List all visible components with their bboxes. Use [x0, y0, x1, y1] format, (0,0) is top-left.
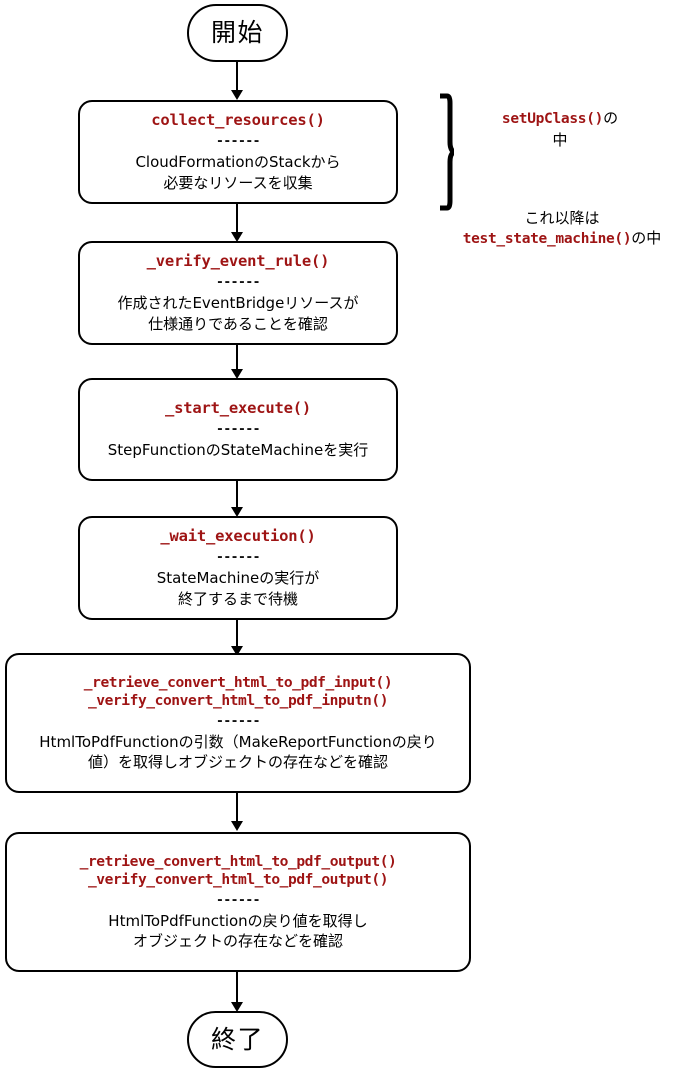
- node-convert-html-to-pdf-output-desc: HtmlToPdfFunctionの戻り値を取得し オブジェクトの存在などを確認: [108, 911, 368, 951]
- node-start-execute-separator: ------: [216, 422, 260, 438]
- annotation-test-scope: これ以降は test_state_machine()の中: [437, 208, 687, 250]
- node-convert-html-to-pdf-output-separator: ------: [216, 892, 260, 908]
- scope-brace-setupclass: [424, 92, 460, 212]
- node-convert-html-to-pdf-input-fn-2: _verify_convert_html_to_pdf_inputn(): [87, 691, 389, 709]
- curly-brace-icon: [440, 93, 460, 211]
- annotation-test-scope-fn: test_state_machine(): [462, 231, 632, 248]
- node-collect-resources: collect_resources() ------ CloudFormatio…: [78, 100, 398, 204]
- node-wait-execution-desc: StateMachineの実行が 終了するまで待機: [156, 569, 320, 608]
- node-wait-execution-separator: ------: [216, 550, 260, 566]
- node-start-label: 開始: [210, 18, 264, 48]
- node-verify-event-rule-separator: ------: [216, 275, 260, 291]
- node-end-label: 終了: [210, 1024, 264, 1054]
- node-convert-html-to-pdf-input-fn-1: _retrieve_convert_html_to_pdf_input(): [83, 673, 393, 691]
- node-start-execute-fn: _start_execute(): [164, 398, 312, 417]
- annotation-setupclass-line1: setUpClass()の: [460, 108, 660, 130]
- node-convert-html-to-pdf-output-fn-1: _retrieve_convert_html_to_pdf_output(): [79, 852, 397, 870]
- node-collect-resources-desc: CloudFormationのStackから 必要なリソースを収集: [135, 153, 341, 192]
- node-verify-event-rule-desc: 作成されたEventBridgeリソースが 仕様通りであることを確認: [117, 294, 359, 333]
- annotation-setupclass-scope: setUpClass()の 中: [460, 108, 660, 150]
- annotation-setupclass-suffix: の: [603, 109, 619, 127]
- node-convert-html-to-pdf-output-fn-2: _verify_convert_html_to_pdf_output(): [87, 870, 389, 888]
- node-wait-execution: _wait_execution() ------ StateMachineの実行…: [78, 516, 398, 620]
- node-collect-resources-separator: ------: [216, 134, 260, 150]
- annotation-setupclass-fn: setUpClass(): [501, 111, 604, 127]
- node-end: 終了: [187, 1011, 288, 1068]
- annotation-test-scope-line1: これ以降は: [524, 209, 600, 227]
- annotation-setupclass-line2: 中: [552, 130, 568, 149]
- node-convert-html-to-pdf-output: _retrieve_convert_html_to_pdf_output() _…: [5, 832, 471, 972]
- node-verify-event-rule: _verify_event_rule() ------ 作成されたEventBr…: [78, 241, 398, 345]
- node-convert-html-to-pdf-input-desc: HtmlToPdfFunctionの引数（MakeReportFunctionの…: [39, 732, 437, 772]
- node-verify-event-rule-fn: _verify_event_rule(): [146, 252, 330, 271]
- annotation-test-scope-line2: test_state_machine()の中: [437, 228, 687, 250]
- node-start-execute-desc: StepFunctionのStateMachineを実行: [107, 441, 369, 460]
- node-start-execute: _start_execute() ------ StepFunctionのSta…: [78, 378, 398, 481]
- node-convert-html-to-pdf-input-separator: ------: [216, 713, 260, 729]
- node-convert-html-to-pdf-input: _retrieve_convert_html_to_pdf_input() _v…: [5, 653, 471, 793]
- node-wait-execution-fn: _wait_execution(): [160, 527, 316, 546]
- node-start: 開始: [187, 4, 288, 62]
- node-collect-resources-fn: collect_resources(): [151, 111, 325, 130]
- annotation-test-scope-suffix: の中: [631, 229, 662, 248]
